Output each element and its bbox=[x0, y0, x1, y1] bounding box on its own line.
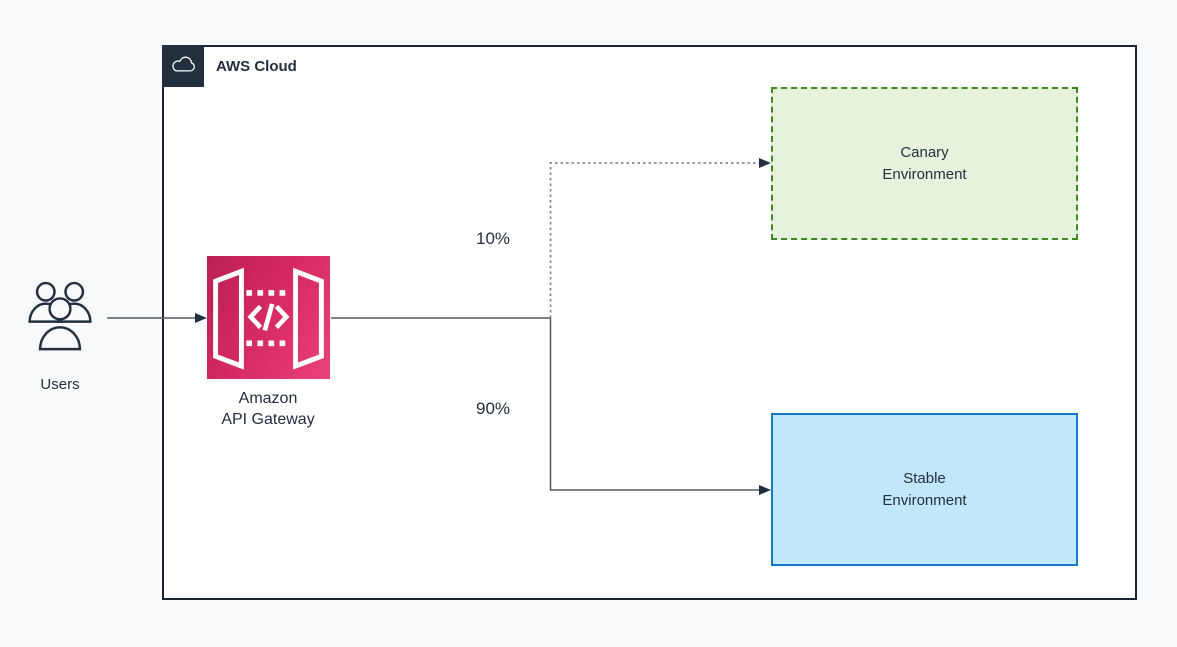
stable-label-line2: Environment bbox=[882, 491, 967, 509]
cloud-icon bbox=[172, 56, 195, 72]
api-gateway-icon bbox=[213, 267, 324, 370]
traffic-weight-stable: 90% bbox=[475, 399, 511, 418]
traffic-weight-canary: 10% bbox=[475, 229, 511, 248]
api-gateway-label: Amazon API Gateway bbox=[168, 388, 368, 430]
users-icon bbox=[28, 281, 92, 351]
canary-environment-node: Canary Environment bbox=[771, 87, 1078, 240]
stable-label-line1: Stable bbox=[903, 469, 946, 487]
aws-cloud-badge bbox=[162, 45, 204, 87]
stable-environment-node: Stable Environment bbox=[771, 413, 1078, 566]
users-node bbox=[26, 279, 94, 351]
aws-cloud-label: AWS Cloud bbox=[216, 58, 297, 75]
canary-label-line2: Environment bbox=[882, 165, 967, 183]
canary-label-line1: Canary bbox=[900, 143, 949, 161]
api-gateway-label-line2: API Gateway bbox=[221, 411, 315, 428]
api-gateway-node bbox=[207, 256, 330, 379]
api-gateway-label-line1: Amazon bbox=[238, 390, 298, 407]
users-label: Users bbox=[40, 376, 80, 393]
